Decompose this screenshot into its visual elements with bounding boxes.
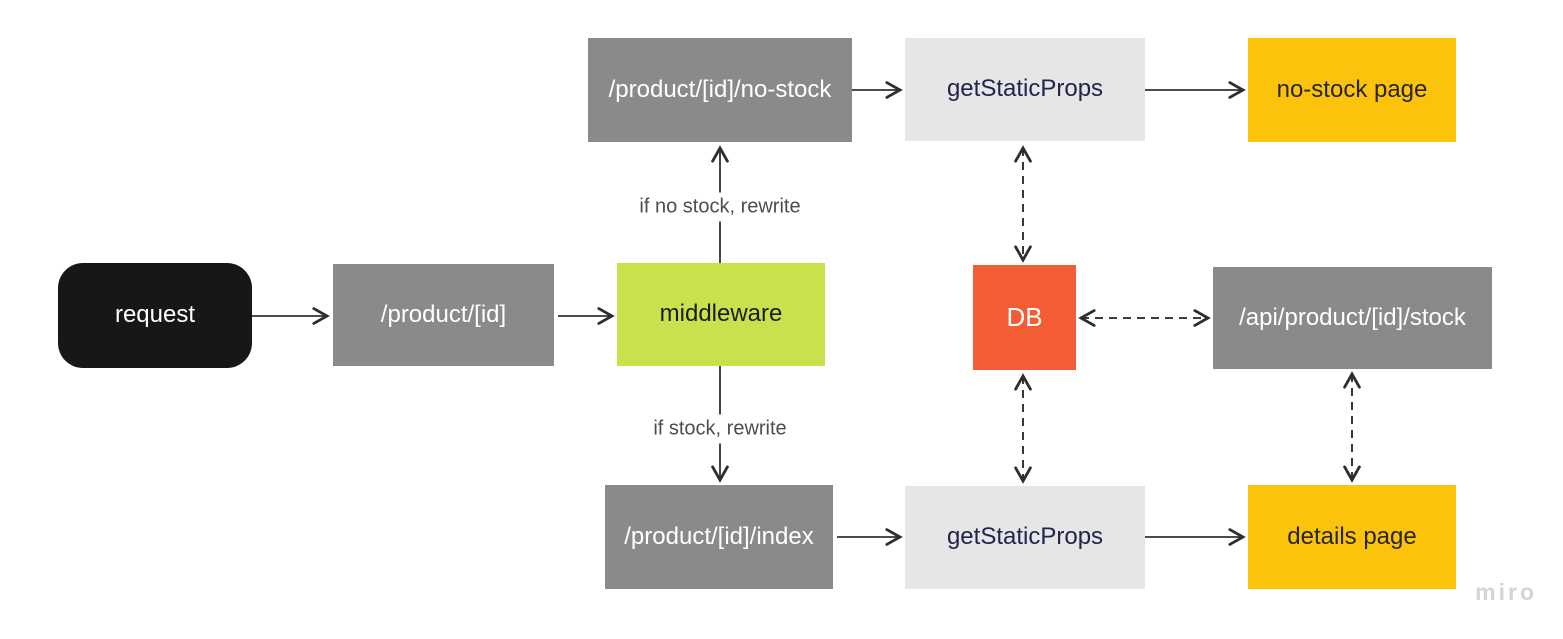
node-no-stock-route-label: /product/[id]/no-stock <box>608 75 832 103</box>
node-get-static-props-top-label: getStaticProps <box>946 75 1104 103</box>
node-request[interactable]: request <box>58 263 252 368</box>
edge-label-if-no-stock[interactable]: if no stock, rewrite <box>631 192 809 222</box>
node-middleware[interactable]: middleware <box>617 263 825 366</box>
node-product-id-route-label: /product/[id] <box>380 300 507 328</box>
node-no-stock-page-label: no-stock page <box>1276 75 1428 103</box>
node-details-page[interactable]: details page <box>1248 485 1456 589</box>
node-middleware-label: middleware <box>659 300 783 328</box>
node-stock-api-route[interactable]: /api/product/[id]/stock <box>1213 267 1492 369</box>
node-index-route[interactable]: /product/[id]/index <box>605 485 833 589</box>
node-product-id-route[interactable]: /product/[id] <box>333 264 554 366</box>
node-no-stock-page[interactable]: no-stock page <box>1248 38 1456 142</box>
node-no-stock-route[interactable]: /product/[id]/no-stock <box>588 38 852 142</box>
node-get-static-props-top[interactable]: getStaticProps <box>905 38 1145 141</box>
edge-label-if-stock[interactable]: if stock, rewrite <box>645 414 795 444</box>
node-details-page-label: details page <box>1287 522 1417 550</box>
node-db[interactable]: DB <box>973 265 1076 370</box>
miro-watermark: miro <box>1475 579 1537 605</box>
node-get-static-props-bottom-label: getStaticProps <box>946 523 1104 551</box>
node-index-route-label: /product/[id]/index <box>624 522 814 550</box>
node-request-label: request <box>114 301 196 329</box>
node-db-label: DB <box>1006 301 1043 332</box>
node-stock-api-route-label: /api/product/[id]/stock <box>1239 303 1466 331</box>
node-get-static-props-bottom[interactable]: getStaticProps <box>905 486 1145 589</box>
